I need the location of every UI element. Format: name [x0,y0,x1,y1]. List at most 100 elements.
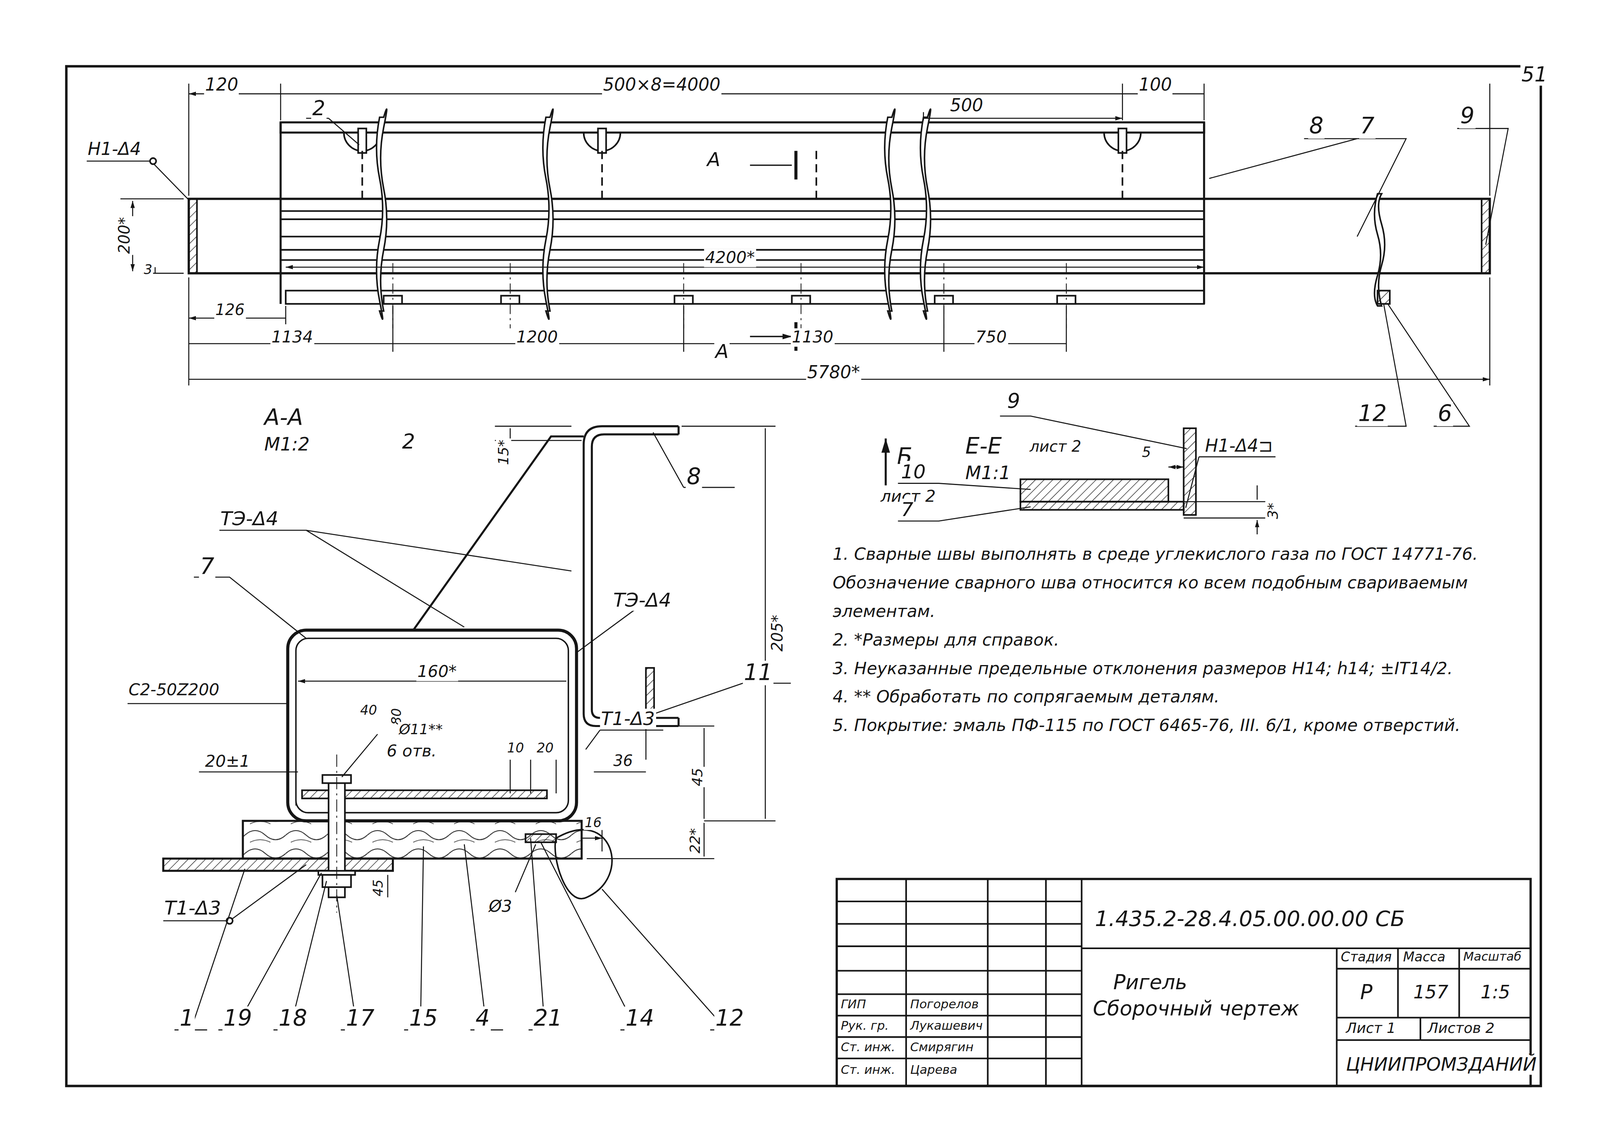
drawing-label: 9 [1459,104,1476,129]
drawing-label: Ригель [1112,970,1189,994]
drawing-label: Т1-Δ3 [163,897,223,920]
drawing-label: Царева [909,1063,959,1078]
drawing-label: Рук. гр. [839,1020,890,1034]
drawing-label: 200* [116,216,134,256]
drawing-label: Ст. инж. [839,1041,897,1056]
drawing-label: 8 [1308,114,1325,139]
note-text: 2. *Размеры для справок. [831,626,1539,655]
drawing-label: 40 [359,703,379,719]
drawing-label: 36 [612,752,634,770]
drawing-label: лист 2 [1028,438,1083,456]
center-line [509,263,511,329]
drawing-label: 7 [1359,114,1376,139]
drawing-label: 157 [1412,982,1450,1003]
drawing-label: Ø11** [397,722,444,739]
drawing-label: 5780* [805,363,861,383]
callout-leader [528,838,562,1031]
gusset-plate [358,128,367,154]
drawing-label: 1.435.2-28.4.05.00.00.00 СБ [1093,907,1406,932]
drawing-label: Ø3 [487,897,514,916]
callout-leader [464,844,504,1031]
drawing-label: 1 [178,1006,195,1032]
note-text: 5. Покрытие: эмаль ПФ-115 по ГОСТ 6465-7… [831,712,1539,741]
drawing-label: М1:1 [964,462,1012,484]
note-text: 3. Неуказанные предельные отклонения раз… [831,654,1539,684]
drawing-label: 4200* [704,248,756,267]
drawing-label: 15* [495,438,512,467]
drawing-label: 4 [474,1006,491,1032]
drawing-label: ЦНИИПРОМЗДАНИЙ [1344,1054,1538,1076]
note-text: 4. ** Обработать по сопрягаемым деталям. [831,683,1539,713]
drawing-label: 5 [1140,444,1153,461]
drawing-label: Р [1359,981,1374,1004]
drawing-label: А [706,149,722,171]
drawing-label: Стадия [1339,950,1393,966]
drawing-label: 1130 [790,328,835,347]
callout-leader [540,842,653,1031]
drawing-label: Смирягин [909,1041,975,1056]
drawing-label: Н1-Δ4 [86,139,142,159]
drawing-label: Погорелов [909,998,980,1013]
drawing-label: 51 [1520,63,1549,86]
drawing-label: 6 отв. [385,742,438,761]
drawing-label: Масштаб [1462,950,1523,965]
drawing-label: Е-Е [964,434,1003,460]
callout-leader [174,869,245,1031]
callout-leader [404,846,437,1031]
gusset-plate [1118,128,1127,154]
gusset-plate [598,128,607,154]
drawing-label: 11 [742,660,774,686]
drawing-label: М1:2 [263,434,311,455]
drawing-label: Лукашевич [909,1020,985,1034]
drawing-label: Ст. инж. [839,1063,897,1078]
drawing-label: 500×8=4000 [602,75,722,95]
drawing-label: 20 [535,741,555,757]
drawing-label: 20±1 [204,752,252,771]
drawing-label: 10 [900,461,927,483]
drawing-label: 500 [949,95,985,115]
drawing-label: 3* [1265,501,1282,521]
drawing-label: ГИП [839,998,868,1013]
drawing-label: Сборочный чертеж [1091,997,1301,1020]
drawing-label: 3 [142,263,154,278]
drawing-label: 1200 [515,328,560,347]
drawing-label: Масса [1402,950,1447,966]
drawing-label: 126 [214,302,246,319]
drawing-label: 6 [1436,401,1453,427]
drawing-label: 160* [416,662,458,681]
drawing-label: 120 [204,75,240,95]
drawing-label: 45 [689,767,706,788]
drawing-label: А-А [263,406,305,431]
drawing-label: 7 [199,554,216,580]
drawing-label: 18 [277,1006,308,1032]
drawing-label: 10 [506,741,526,757]
drawing-label: 100 [1137,75,1173,95]
drawing-label: 14 [624,1006,655,1032]
drawing-label: 1134 [270,328,314,347]
drawing-label: Листов 2 [1426,1020,1496,1037]
drawing-label: 2 [311,96,327,120]
drawing-label: 17 [344,1006,376,1032]
drawing-label: 16 [583,815,603,831]
drawing-label: 750 [974,328,1008,347]
drawing-label: 205* [769,614,787,653]
drawing-label: 19 [222,1006,254,1032]
drawing-label: С2-50Z200 [127,681,221,700]
drawing-label: Лист 1 [1344,1020,1397,1037]
drawing-label: 12 [1357,401,1388,427]
drawing-label: 9 [1006,389,1022,412]
drawing-label: 21 [532,1006,564,1032]
drawing-label: 12 [714,1006,745,1032]
drawing-label: 1:5 [1479,982,1512,1003]
drawing-label: 45 [371,878,387,898]
drawing-label: Н1-Δ4⊐ [1204,436,1275,456]
drawing-label: А [714,340,730,363]
drawing-label: ТЭ-Δ4 [219,507,280,530]
center-line [800,263,802,329]
drawing-label: Т1-Δ3 [600,708,656,730]
drawing-label: ТЭ-Δ4 [612,589,673,612]
note-text: 1. Сварные швы выполнять в среде углекис… [831,540,1539,627]
drawing-label: 15 [408,1006,439,1032]
drawing-label: 2 [400,430,417,453]
